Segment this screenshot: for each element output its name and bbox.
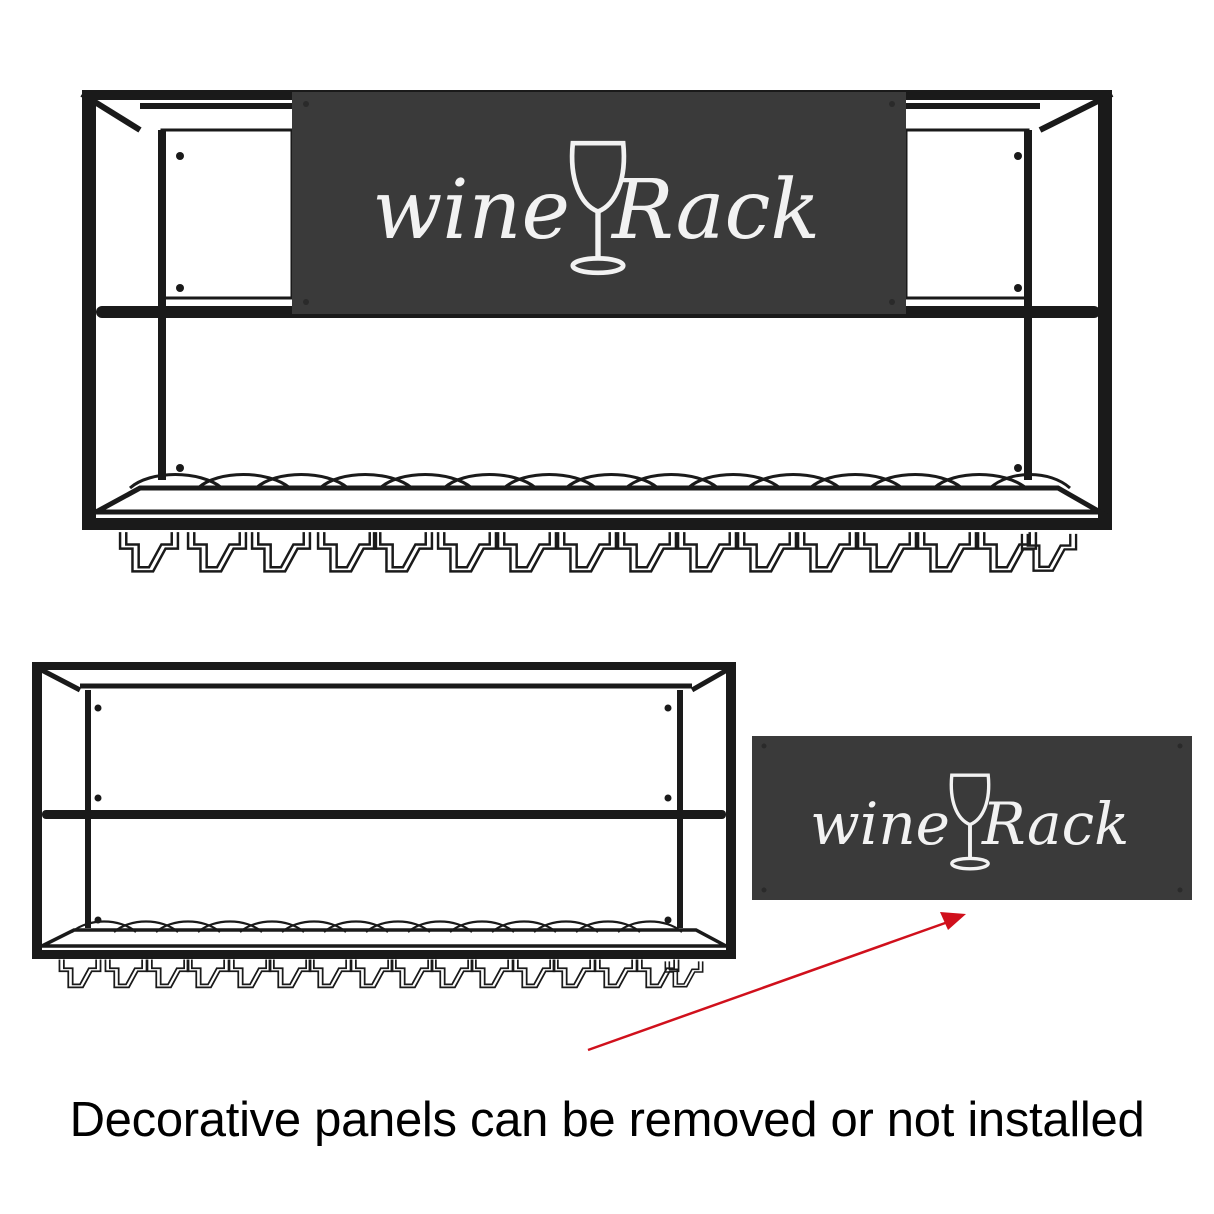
logo-word-left: wine [372,163,570,258]
removed-panel: wine Rack [752,736,1192,900]
rack-with-panel: wine Rack [80,90,1114,573]
rack-without-panel [32,662,736,989]
caption-text: Decorative panels can be removed or not … [69,1093,1145,1147]
panel-logo-word-right: Rack [981,790,1129,858]
pointer-arrow [587,912,966,1052]
stemware-hangers-small [58,958,704,989]
logo-word-right: Rack [610,163,820,258]
panel-logo-word-left: wine [810,790,950,858]
decorative-panel: wine Rack [292,92,906,314]
stemware-hangers [118,530,1078,573]
